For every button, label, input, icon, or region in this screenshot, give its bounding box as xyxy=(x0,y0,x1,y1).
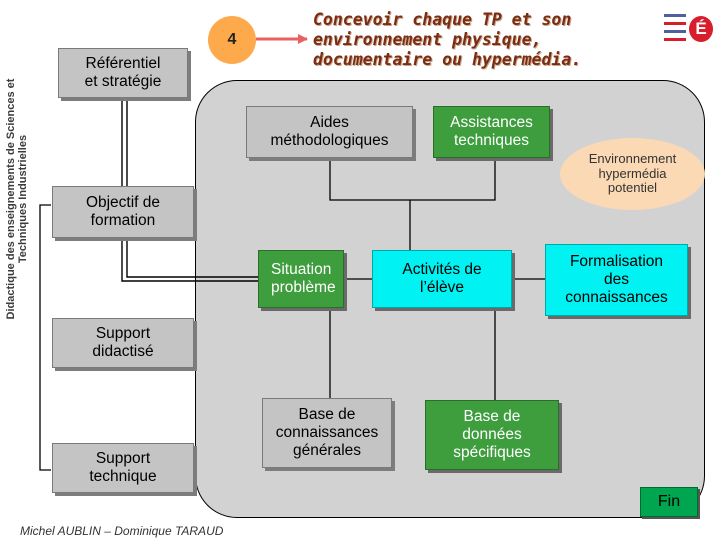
objectif-box: Objectif de formation xyxy=(52,186,194,238)
logo-ribbon-icon xyxy=(664,38,686,41)
logo-ribbon-icon xyxy=(664,30,686,33)
base-connaissances-generales-box: Base de connaissances générales xyxy=(262,398,392,468)
situation-probleme-box: Situation problème xyxy=(258,250,344,308)
environnement-potentiel-ellipse: Environnement hypermédia potentiel xyxy=(560,138,705,210)
aides-methodologiques-box: Aides méthodologiques xyxy=(246,106,413,158)
step-number-badge: 4 xyxy=(208,16,256,64)
logo-mark-icon: É xyxy=(689,16,713,42)
author-credit: Michel AUBLIN – Dominique TARAUD xyxy=(20,524,224,538)
headline: Concevoir chaque TP et son environnement… xyxy=(313,10,582,70)
logo-ribbon-icon xyxy=(664,14,686,17)
formalisation-box: Formalisation des connaissances xyxy=(545,244,688,316)
double-connector xyxy=(121,96,258,282)
base-donnees-specifiques-box: Base de données spécifiques xyxy=(425,400,559,470)
activites-eleve-box: Activités de l’élève xyxy=(372,250,512,308)
support-didactise-box: Support didactisé xyxy=(52,318,194,368)
fin-button[interactable]: Fin xyxy=(640,487,698,517)
logo-ribbon-icon xyxy=(664,22,686,25)
education-ministry-logo: É xyxy=(662,6,714,50)
left-loop xyxy=(39,204,51,471)
link-aides-assistances xyxy=(329,160,496,201)
assistances-techniques-box: Assistances techniques xyxy=(433,106,550,158)
referentiel-box: Référentiel et stratégie xyxy=(58,48,188,98)
support-technique-box: Support technique xyxy=(52,443,194,493)
